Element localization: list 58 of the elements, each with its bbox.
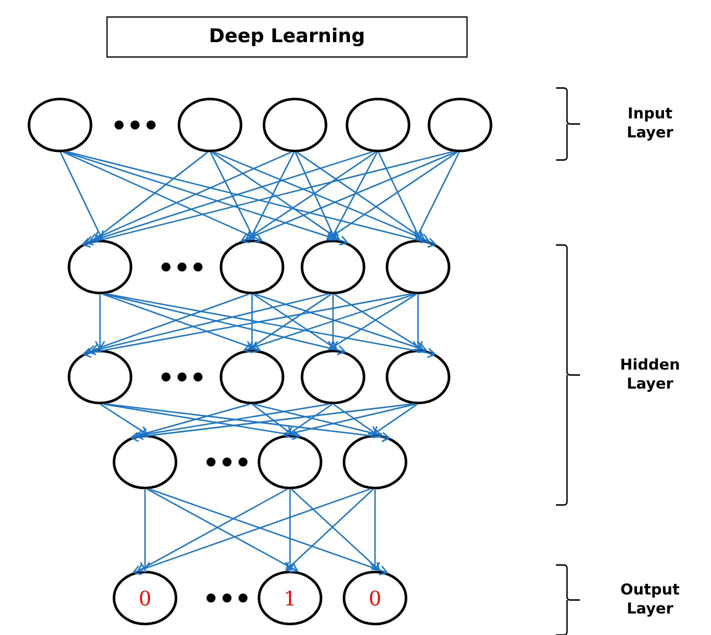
title-box: Deep Learning	[106, 16, 468, 58]
arrow	[140, 489, 150, 571]
neuron-circle	[178, 98, 242, 152]
arrow	[294, 152, 337, 240]
arrow	[248, 152, 295, 240]
neuron-circle	[262, 98, 328, 152]
neuron-circle	[112, 434, 178, 490]
arrow	[326, 152, 458, 240]
neuron-circle	[68, 240, 132, 294]
neuron-circle	[258, 434, 322, 490]
neuron-circle	[300, 240, 366, 294]
arrow	[94, 294, 106, 350]
arrow	[330, 152, 378, 240]
arrow	[412, 294, 424, 350]
output-neuron: 0	[342, 570, 408, 626]
arrow	[414, 152, 460, 240]
arrow	[246, 294, 258, 350]
arrow	[284, 489, 296, 571]
arrow	[100, 404, 148, 435]
neuron-circle	[220, 240, 284, 294]
arrow	[282, 404, 416, 439]
layer-label: Hidden Layer	[621, 358, 679, 392]
arrow	[60, 152, 104, 240]
arrow	[252, 404, 292, 435]
layer-label: Input Layer	[628, 107, 674, 141]
neuron-circle	[428, 98, 492, 152]
neuron-circle	[386, 350, 450, 404]
arrow	[254, 404, 382, 438]
neuron-circle	[68, 350, 132, 404]
neuron-circle	[220, 350, 284, 404]
arrow	[288, 404, 332, 435]
arrow	[212, 152, 340, 240]
output-neuron: 0	[112, 570, 178, 626]
arrow	[244, 152, 376, 240]
arrow	[378, 152, 422, 240]
arrow	[89, 151, 292, 243]
neuron-circle	[300, 350, 366, 404]
neuron-circle	[346, 98, 410, 152]
arrow	[134, 403, 330, 440]
arrow	[296, 152, 426, 240]
output-neuron: 1	[258, 570, 322, 626]
arrow	[94, 152, 208, 240]
arrow	[240, 151, 456, 244]
arrow	[370, 489, 380, 571]
arrow	[105, 403, 391, 442]
arrow	[63, 152, 263, 243]
neuron-circle	[386, 240, 450, 294]
arrow	[103, 403, 301, 440]
arrow	[328, 294, 338, 350]
arrow	[139, 404, 250, 438]
arrow	[333, 404, 378, 435]
arrow	[372, 404, 418, 435]
layer-label: Output Layer	[621, 583, 680, 617]
arrow	[214, 151, 430, 244]
neuron-circle	[28, 98, 92, 152]
arrow	[130, 403, 413, 442]
neuron-circle	[342, 434, 408, 490]
arrow	[210, 152, 256, 240]
